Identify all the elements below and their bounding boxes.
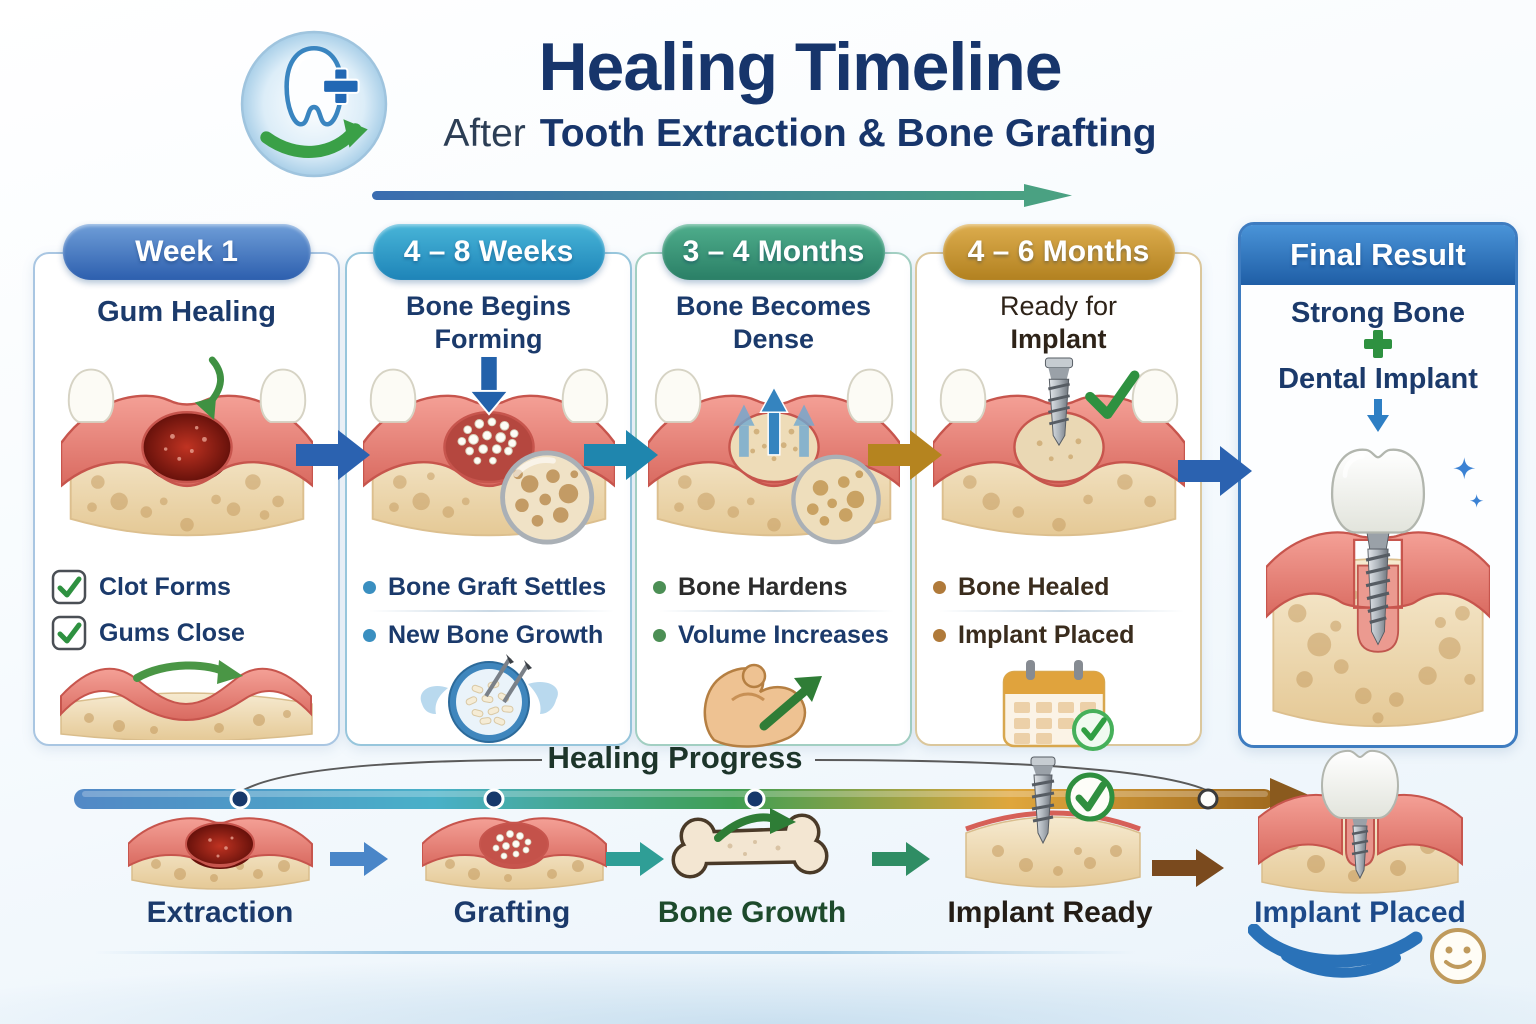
flow-arrow-icon — [1152, 849, 1224, 887]
stage-label-implant-placed: Implant Placed — [1254, 896, 1466, 929]
stage-label-bone-growth: Bone Growth — [657, 896, 847, 929]
extraction-mini-illustration — [128, 817, 313, 890]
stage-bullet-list: Bone Hardens Volume Increases — [653, 564, 900, 658]
smile-swoosh-icon — [1248, 924, 1423, 978]
stage-badge-week1: Week 1 — [62, 224, 311, 280]
final-implant-illustration — [1241, 437, 1515, 745]
divider — [939, 610, 1184, 612]
bullet-dot-icon — [933, 628, 946, 642]
list-item: Implant Placed — [933, 612, 1190, 658]
checklist-item: Gums Close — [51, 610, 328, 656]
page-title: Healing Timeline — [538, 29, 1062, 105]
implant-screw-icon — [1365, 532, 1391, 646]
subtitle-prefix: After — [443, 112, 526, 155]
bone-graft-socket-illustration — [347, 354, 630, 553]
progress-dot — [744, 788, 766, 810]
bullet-dot-icon — [653, 628, 666, 642]
list-item: Volume Increases — [653, 612, 900, 658]
calendar-check-icon — [917, 652, 1200, 757]
stage-bullet-list: Bone Healed Implant Placed — [933, 564, 1190, 658]
down-arrow-icon — [478, 355, 499, 392]
divider — [659, 610, 894, 612]
magnifier-bone-icon — [499, 450, 594, 545]
stage-subtitle: Gum Healing — [97, 296, 276, 328]
bullet-dot-icon — [363, 628, 376, 642]
stage-badge-4-8-weeks: 4 – 8 Weeks — [372, 224, 605, 280]
crown-icon — [1320, 749, 1400, 819]
bullet-dot-icon — [933, 580, 946, 594]
muscle-arrow-icon — [637, 652, 910, 757]
flow-arrow-icon — [868, 430, 942, 480]
up-arrows-icon — [732, 385, 815, 457]
progress-dot — [483, 788, 505, 810]
final-line-dental-implant: Dental Implant — [1278, 363, 1478, 395]
flow-arrow-icon — [330, 842, 388, 876]
implant-placed-mini-illustration — [1258, 749, 1463, 894]
implant-screw-icon — [1044, 357, 1073, 447]
smiley-face-icon — [1430, 928, 1486, 984]
progress-dot — [229, 788, 251, 810]
checkbox-check-icon — [51, 615, 87, 651]
list-item: Bone Healed — [933, 564, 1190, 610]
stage-label-implant-ready: Implant Ready — [947, 896, 1153, 929]
stage-card-week1: Week 1 Gum Healing — [33, 224, 340, 746]
stage-bullet-list: Bone Graft Settles New Bone Growth — [363, 564, 620, 658]
progress-bar — [74, 759, 1318, 820]
stage-label-grafting: Grafting — [453, 896, 571, 929]
list-item: New Bone Growth — [363, 612, 620, 658]
divider — [369, 610, 614, 612]
graft-bowl-icon — [347, 652, 630, 752]
subtitle-main: Tooth Extraction & Bone Grafting — [539, 112, 1157, 155]
timeline-gradient-arrow-icon — [372, 184, 1072, 207]
stage-label-extraction: Extraction — [146, 896, 294, 929]
flow-arrow-icon — [1178, 446, 1252, 496]
final-line-strong-bone: Strong Bone — [1291, 297, 1465, 329]
checklist-item: Clot Forms — [51, 564, 328, 610]
bone-growth-icon — [671, 808, 829, 879]
implant-ready-mini-illustration — [965, 756, 1141, 888]
stage-badge-final-result: Final Result — [1241, 225, 1515, 285]
stage-card-final-result: Final Result Strong Bone Dental Implant — [1238, 222, 1518, 748]
tooth-plus-logo-icon — [240, 30, 388, 178]
progress-ring-dot — [1197, 788, 1219, 810]
check-circle-icon — [1065, 772, 1115, 822]
implant-screw-icon — [1030, 756, 1056, 845]
dense-bone-inset-icon — [790, 454, 881, 545]
grafting-mini-illustration — [422, 817, 607, 890]
stage-badge-3-4-months: 3 – 4 Months — [661, 224, 886, 280]
plus-icon — [1241, 329, 1515, 364]
sparkle-icon — [1453, 457, 1484, 508]
checkbox-check-icon — [51, 569, 87, 605]
checkmark-icon — [1084, 370, 1139, 420]
list-item: Bone Hardens — [653, 564, 900, 610]
bullet-dot-icon — [653, 580, 666, 594]
progress-title: Healing Progress — [547, 740, 803, 775]
down-arrow-icon — [1241, 399, 1515, 438]
list-item: Bone Graft Settles — [363, 564, 620, 610]
page-subtitle: After Tooth Extraction & Bone Grafting — [330, 112, 1270, 156]
implant-insertion-illustration — [917, 354, 1200, 553]
flow-arrow-icon — [584, 430, 658, 480]
gum-closing-illustration — [35, 652, 338, 745]
stage-checklist: Clot Forms Gums Close — [51, 564, 328, 656]
flow-arrow-icon — [606, 842, 664, 876]
flow-arrow-icon — [296, 430, 370, 480]
stage-badge-4-6-months: 4 – 6 Months — [942, 224, 1175, 280]
bullet-dot-icon — [363, 580, 376, 594]
crown-icon — [1330, 448, 1426, 534]
socket-clot-illustration — [35, 354, 338, 553]
flow-arrow-icon — [872, 842, 930, 876]
dense-bone-illustration — [637, 354, 910, 553]
